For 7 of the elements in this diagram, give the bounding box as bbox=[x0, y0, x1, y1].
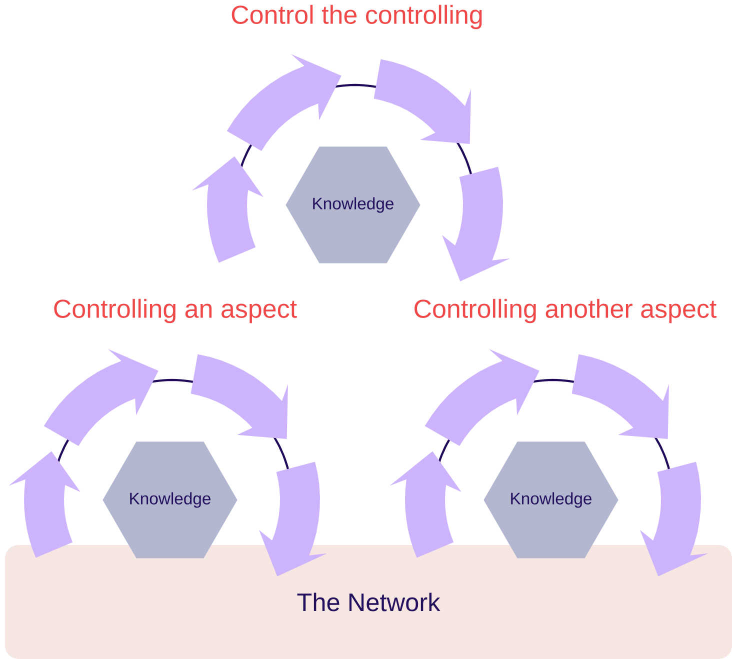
title: Controlling an aspect bbox=[54, 298, 297, 324]
hexagon: Knowledge bbox=[102, 442, 238, 558]
hexagon: Knowledge bbox=[484, 442, 618, 558]
network-band: The Network bbox=[5, 545, 732, 659]
title: Control the controlling bbox=[232, 4, 482, 30]
hexagon: Knowledge bbox=[286, 146, 420, 264]
title: Controlling another aspect bbox=[414, 298, 716, 324]
